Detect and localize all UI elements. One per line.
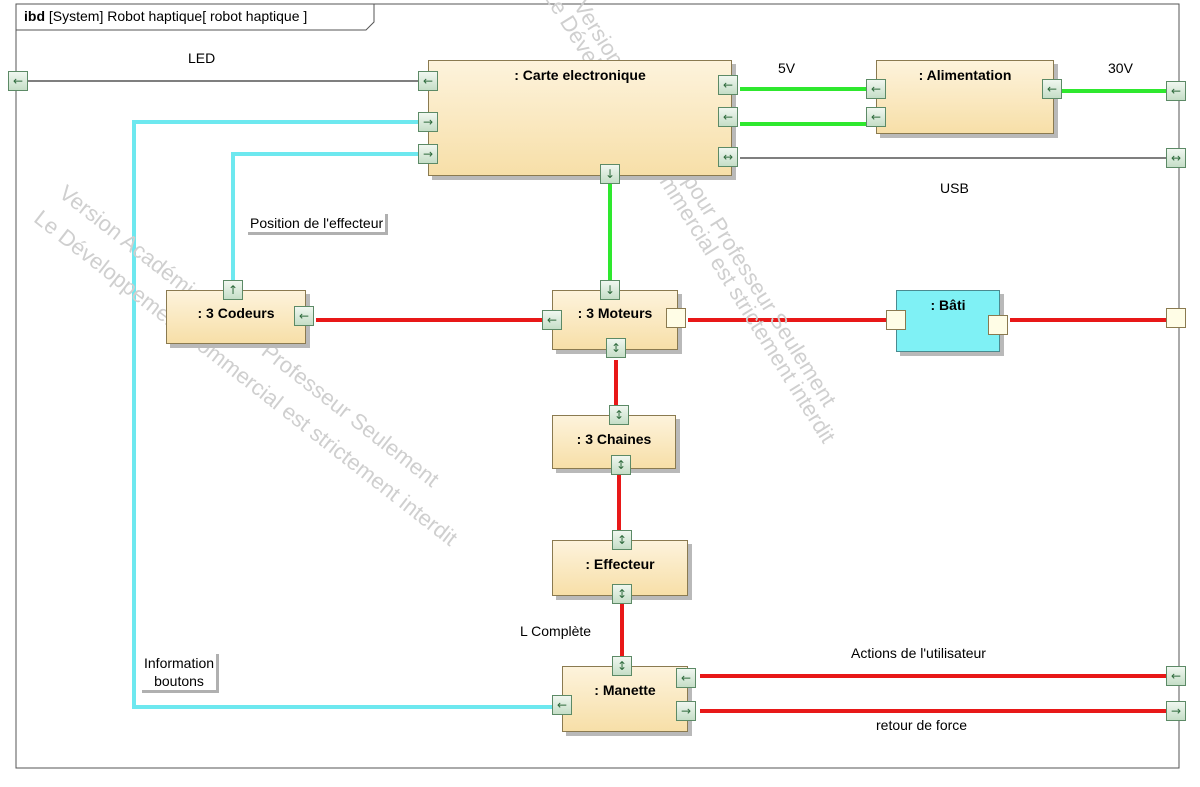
block-label: : 3 Codeurs bbox=[197, 305, 275, 321]
port-carte-5v-a-icon[interactable]: ← bbox=[718, 75, 738, 95]
port-manette-info-icon[interactable]: ← bbox=[552, 695, 572, 715]
block-label: : Bâti bbox=[930, 297, 966, 313]
port-moteurs-codeurs-icon[interactable]: ← bbox=[542, 310, 562, 330]
frame-title: ibd [System] Robot haptique[ robot hapti… bbox=[24, 8, 307, 24]
note-position: Position de l'effecteur bbox=[248, 214, 389, 235]
label-retour: retour de force bbox=[876, 717, 968, 733]
port-chaines-top-icon[interactable]: ↕ bbox=[609, 405, 629, 425]
block-label: : 3 Moteurs bbox=[577, 305, 653, 321]
label-5v: 5V bbox=[778, 60, 796, 76]
port-moteurs-chaines-icon[interactable]: ↕ bbox=[606, 338, 626, 358]
port-manette-top-icon[interactable]: ↕ bbox=[612, 656, 632, 676]
label-30v: 30V bbox=[1108, 60, 1133, 76]
port-moteurs-power-icon[interactable]: ↓ bbox=[600, 280, 620, 300]
port-codeurs-position-icon[interactable]: ↑ bbox=[223, 280, 243, 300]
port-carte-usb-icon[interactable]: ↔ bbox=[718, 147, 738, 167]
connector-info-boutons bbox=[132, 120, 552, 709]
label-l-complete: L Complète bbox=[520, 623, 592, 639]
port-frame-retour-icon[interactable]: → bbox=[1166, 701, 1186, 721]
port-alim-in-b-icon[interactable]: ← bbox=[866, 107, 886, 127]
port-effecteur-bottom-icon[interactable]: ↕ bbox=[612, 584, 632, 604]
port-carte-info-icon[interactable]: → bbox=[418, 112, 438, 132]
port-effecteur-top-icon[interactable]: ↕ bbox=[612, 530, 632, 550]
block-label: : 3 Chaines bbox=[576, 431, 652, 447]
block-alimentation[interactable]: : Alimentation bbox=[876, 60, 1054, 134]
port-moteurs-bati[interactable] bbox=[666, 308, 686, 328]
frame-tab bbox=[15, 4, 375, 31]
port-manette-actions-icon[interactable]: ← bbox=[676, 668, 696, 688]
block-label: : Alimentation bbox=[918, 67, 1012, 83]
port-frame-usb-icon[interactable]: ↔ bbox=[1166, 148, 1186, 168]
port-frame-30v-icon[interactable]: ← bbox=[1166, 81, 1186, 101]
port-bati-left[interactable] bbox=[886, 310, 906, 330]
port-frame-bati[interactable] bbox=[1166, 308, 1186, 328]
block-label: : Effecteur bbox=[585, 556, 655, 572]
port-carte-5v-b-icon[interactable]: ← bbox=[718, 107, 738, 127]
frame-title-text: [System] Robot haptique[ robot haptique … bbox=[48, 8, 308, 24]
frame-kind: ibd bbox=[24, 8, 45, 24]
port-alim-in-a-icon[interactable]: ← bbox=[866, 79, 886, 99]
block-label: : Manette bbox=[594, 682, 656, 698]
label-usb: USB bbox=[940, 180, 969, 196]
note-information-boutons: Information boutons bbox=[142, 654, 220, 693]
port-codeurs-moteurs-icon[interactable]: ← bbox=[294, 306, 314, 326]
port-carte-position-icon[interactable]: → bbox=[418, 144, 438, 164]
label-actions: Actions de l'utilisateur bbox=[851, 645, 986, 661]
port-bati-right[interactable] bbox=[988, 315, 1008, 335]
port-frame-actions-icon[interactable]: ← bbox=[1166, 666, 1186, 686]
port-chaines-bottom-icon[interactable]: ↕ bbox=[611, 455, 631, 475]
connector-position bbox=[231, 152, 418, 280]
port-alim-30v-icon[interactable]: ← bbox=[1042, 79, 1062, 99]
note-info-line1: Information bbox=[144, 655, 215, 671]
diagram-frame bbox=[15, 3, 1180, 769]
block-label: : Carte electronique bbox=[514, 67, 646, 83]
port-carte-led-icon[interactable]: ← bbox=[418, 71, 438, 91]
block-bati[interactable]: : Bâti bbox=[896, 290, 1000, 352]
port-frame-led-icon[interactable]: ← bbox=[8, 71, 28, 91]
note-info-line2: boutons bbox=[154, 673, 204, 689]
port-manette-retour-icon[interactable]: → bbox=[676, 701, 696, 721]
block-manette[interactable]: : Manette bbox=[562, 666, 688, 732]
label-led: LED bbox=[188, 50, 216, 66]
block-carte-electronique[interactable]: : Carte electronique bbox=[428, 60, 732, 176]
port-carte-moteurs-icon[interactable]: ↓ bbox=[600, 164, 620, 184]
